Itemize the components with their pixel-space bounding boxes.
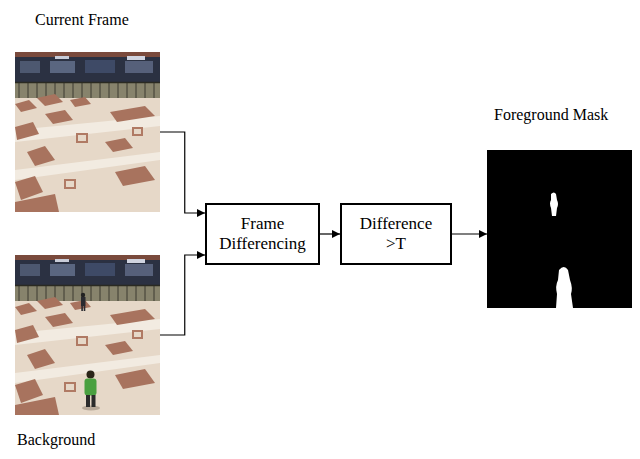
arrow-connector — [452, 233, 487, 234]
background-image — [15, 255, 160, 415]
process-box: Frame Differencing — [205, 203, 320, 265]
image-frame: Foreground Mask — [487, 150, 632, 308]
box-label: Difference >T — [350, 214, 442, 253]
foreground-mask-image — [487, 150, 632, 308]
arrow-connector — [160, 255, 205, 335]
image-heading: Foreground Mask — [494, 106, 608, 124]
current-frame-image — [15, 52, 160, 212]
arrow-connector — [320, 233, 340, 234]
arrow-connector — [160, 132, 205, 213]
image-frame: Background — [15, 255, 160, 415]
image-frame: Current Frame — [15, 52, 160, 212]
process-box: Difference >T — [340, 203, 452, 265]
box-label: Frame Differencing — [215, 214, 310, 253]
image-heading: Background — [17, 431, 95, 449]
image-heading: Current Frame — [35, 11, 129, 29]
